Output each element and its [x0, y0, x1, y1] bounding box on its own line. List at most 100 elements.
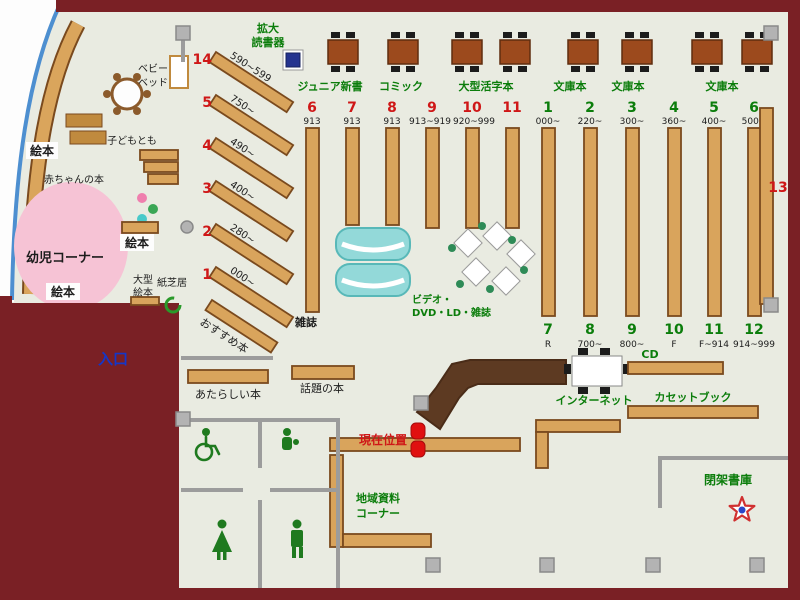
internet-table [571, 355, 623, 387]
topical-books-label: 話題の本 [300, 381, 344, 395]
entrance-block [12, 303, 179, 588]
shelf-number: 3 [202, 181, 212, 197]
kids-table [65, 113, 103, 128]
bookshelf [505, 127, 520, 229]
category-bunko-2: 文庫本 [612, 79, 645, 93]
shelf-number: 10 [462, 100, 482, 116]
small-shelf [130, 296, 160, 306]
carrel-desk [461, 257, 491, 287]
shelf-range: 300~ [620, 117, 645, 127]
shelf-number: 10 [664, 322, 684, 338]
shelf-number: 4 [202, 138, 212, 154]
diagonal-shelf [208, 179, 295, 243]
shelf [535, 419, 621, 433]
pillar [763, 25, 779, 41]
shelf-range: 913 [343, 117, 360, 127]
shelf-range: 913~919 [409, 117, 451, 127]
wall-bottom [0, 588, 800, 600]
shelf-range: 700~ [578, 340, 603, 350]
pillar [539, 557, 555, 573]
kamishibai-stand [164, 296, 182, 314]
pillar [413, 395, 429, 411]
shelf-number: 4 [669, 100, 679, 116]
pillar [763, 297, 779, 313]
round-kids-table [110, 77, 144, 111]
category-bunko-1: 文庫本 [554, 79, 587, 93]
shelf-number: 5 [202, 95, 212, 111]
label-plate [26, 142, 58, 159]
carrel-desk [453, 228, 483, 258]
diagonal-shelf [208, 265, 295, 329]
internet-label: インターネット [556, 394, 633, 407]
wall-top [56, 0, 800, 12]
wall-segment [181, 488, 243, 492]
diagonal-shelf [208, 136, 295, 200]
shelf-number: 2 [585, 100, 595, 116]
reading-device-icon [285, 52, 301, 68]
category-junior: ジュニア新書 [297, 79, 362, 93]
study-carrels [448, 221, 536, 296]
shelf-number: 7 [543, 322, 553, 338]
shelf-range: 400~ [702, 117, 727, 127]
shelf [535, 431, 549, 469]
bookshelf [625, 127, 640, 317]
bookshelf [747, 127, 762, 317]
shelf-range: 220~ [578, 117, 603, 127]
bench-detail [341, 241, 405, 253]
shelf-number: 6 [749, 100, 759, 116]
bookshelf [425, 127, 440, 229]
pillar [645, 557, 661, 573]
wall-segment [270, 488, 338, 492]
carrel-chair [456, 280, 464, 288]
diagonal-shelf [208, 50, 295, 114]
shelf [342, 533, 432, 548]
star-icon [728, 495, 756, 522]
pillar [175, 411, 191, 427]
reading-device-label-2: 読書器 [252, 35, 286, 49]
shelf-range: 913 [303, 117, 320, 127]
wall-segment [258, 418, 262, 468]
reading-device-label-1: 拡大 [257, 21, 279, 35]
kids-table [69, 130, 107, 145]
recommended-shelf [204, 298, 279, 354]
wheelchair-icon [194, 428, 221, 462]
ehon-label-1: 絵本 [30, 143, 54, 158]
carrel-chair [478, 222, 486, 230]
bookshelf [667, 127, 682, 317]
closed-stacks-label: 閉架書庫 [704, 472, 752, 487]
category-comic: コミック [379, 80, 423, 93]
shelf-number: 1 [202, 267, 212, 283]
shelf-range: F [671, 340, 676, 350]
bookshelf [305, 127, 320, 313]
shelf-number: 7 [347, 100, 357, 116]
table-with-chairs [451, 32, 483, 72]
shelf-number: 14 [193, 52, 213, 68]
magazines-label: 雑誌 [294, 315, 317, 329]
table-with-chairs [567, 32, 599, 72]
cassette-label: カセットブック [655, 390, 732, 404]
local-materials-label-1: 地域資料 [356, 491, 400, 505]
reading-tables [327, 32, 773, 72]
shelf-number: 9 [627, 322, 637, 338]
table-with-chairs [691, 32, 723, 72]
shelf-range: 360~ [662, 117, 687, 127]
cushion [148, 204, 158, 214]
shelf-range: 000~ [536, 117, 561, 127]
cassette-shelf [627, 405, 759, 419]
shelf-range: 800~ [620, 340, 645, 350]
table-with-chairs [741, 32, 773, 72]
entrance-label: 入口 [98, 350, 128, 368]
shelf-number: 3 [627, 100, 637, 116]
ehon-label-3: 絵本 [51, 284, 75, 299]
small-shelf [121, 221, 159, 234]
shelf-number: 2 [202, 224, 212, 240]
woman-icon [212, 519, 232, 560]
man-icon [291, 519, 303, 558]
table-with-chairs [621, 32, 653, 72]
shelf-range: 500~ [742, 117, 767, 127]
wall-bookshelf [759, 107, 774, 305]
shelf-range: F~914 [699, 340, 729, 350]
carrel-desk [506, 239, 536, 269]
bookshelf [465, 127, 480, 229]
